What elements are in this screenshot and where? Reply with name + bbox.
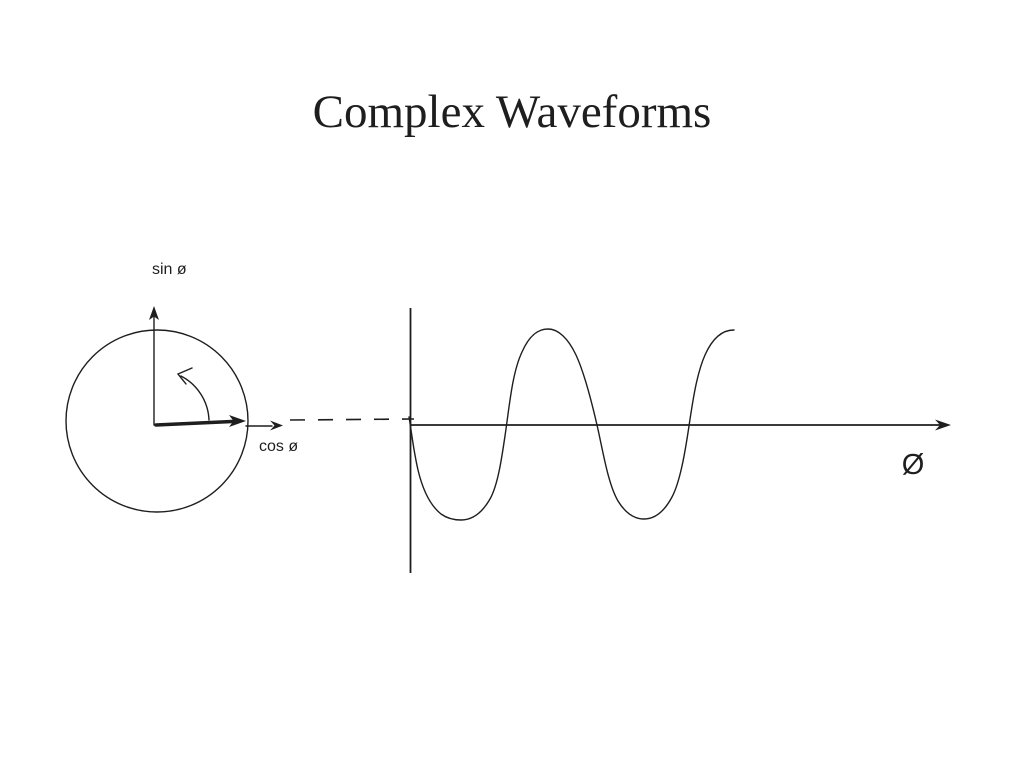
waveform-x-axis-arrowhead-icon: [935, 419, 951, 431]
x-axis-label: Ø: [902, 449, 925, 481]
sin-label: sin ø: [152, 261, 187, 278]
cos-label: cos ø: [259, 438, 298, 455]
waveform-plot-group: Ø: [408, 308, 951, 573]
rotation-arrow-arc: [180, 375, 210, 421]
rotation-arrow-head-icon: [176, 367, 193, 385]
projection-dashed-line: [289, 418, 415, 421]
cos-axis-extension-arrowhead-icon: [270, 420, 283, 431]
phasor-vector-arrowhead-icon: [229, 415, 246, 427]
waveform-curve: [408, 328, 735, 521]
slide-title: Complex Waveforms: [312, 86, 712, 138]
sin-axis-arrowhead-icon: [149, 306, 159, 320]
phasor-circle-group: sin ø cos ø: [65, 261, 298, 513]
unit-circle: [65, 329, 249, 513]
phasor-vector: [154, 419, 234, 427]
